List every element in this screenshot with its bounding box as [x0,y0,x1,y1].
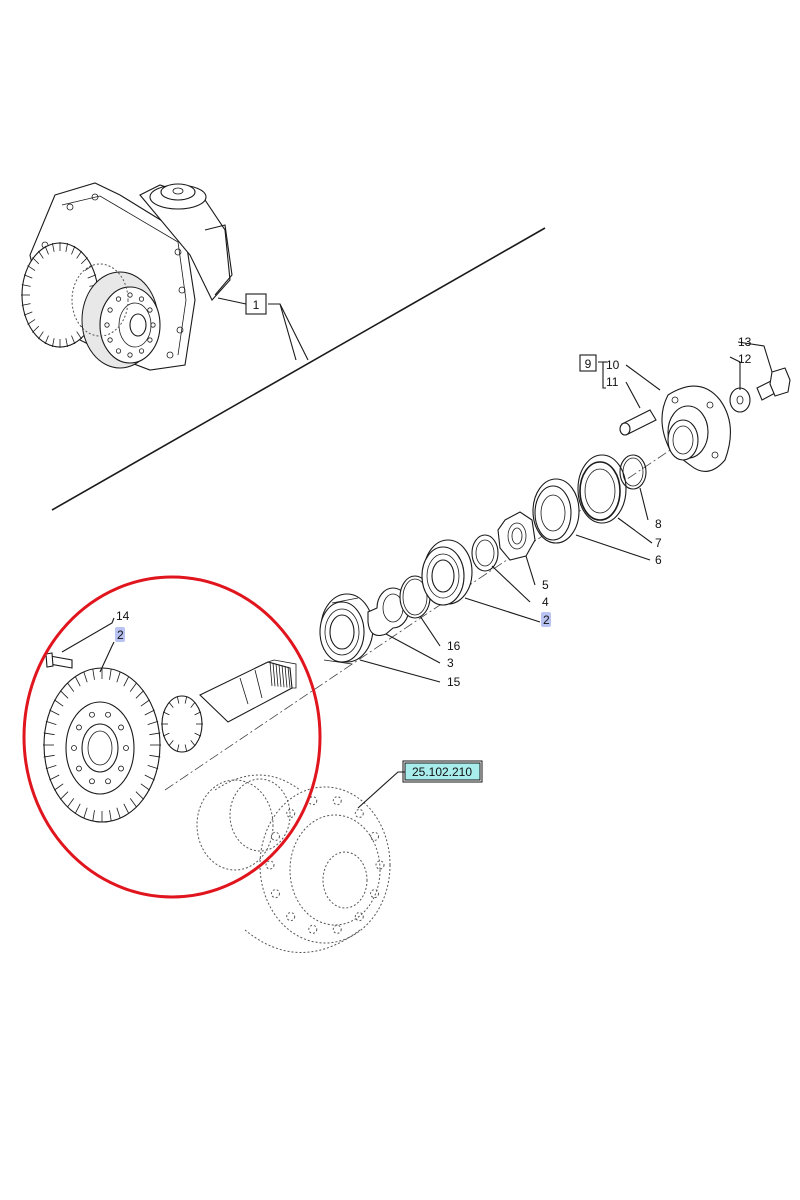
washer-4[interactable] [471,534,499,572]
assembly-overview[interactable] [21,182,233,371]
callout-2-right[interactable]: 2 [543,613,550,627]
bearing-2[interactable] [421,539,473,606]
section-divider [51,227,546,511]
callout-4[interactable]: 4 [542,595,549,609]
callout-2-highlight-left [115,627,125,642]
reference-link[interactable]: 25.102.210 [412,765,472,779]
callout-16[interactable]: 16 [447,639,461,653]
callout-11[interactable]: 11 [606,375,619,389]
callout-3[interactable]: 3 [447,656,454,670]
highlight-circle [22,575,322,899]
pin-11[interactable] [619,409,657,436]
callout-7[interactable]: 7 [655,536,662,550]
reference-box [404,762,481,781]
flange-10[interactable] [661,385,731,472]
callout-12[interactable]: 12 [738,352,752,366]
leader-1 [217,297,309,361]
callout-9[interactable]: 9 [585,357,592,371]
reference-box-outline [402,760,483,783]
callout-6[interactable]: 6 [655,553,662,567]
callout-box-1 [245,293,267,315]
seal-6[interactable] [532,478,580,544]
differential-carrier[interactable] [196,774,391,953]
callout-8[interactable]: 8 [655,517,662,531]
bolt-13[interactable] [756,367,791,401]
crown-pinion-set[interactable] [43,652,297,823]
callout-13[interactable]: 13 [738,335,752,349]
seal-7[interactable] [577,454,627,524]
callout-1[interactable]: 1 [253,298,260,312]
callout-10[interactable]: 10 [606,358,620,372]
callout-2-highlight-right [541,612,551,627]
callout-box-9 [579,354,597,372]
callout-15[interactable]: 15 [447,675,461,689]
nut-5[interactable] [497,511,536,561]
snap-ring-8[interactable] [619,454,647,490]
callout-14[interactable]: 14 [116,609,130,623]
washer-12[interactable] [729,387,751,413]
bearing-15[interactable] [319,593,374,665]
callout-5[interactable]: 5 [542,578,549,592]
callout-2-left[interactable]: 2 [117,628,124,642]
ring-16[interactable] [399,575,431,619]
